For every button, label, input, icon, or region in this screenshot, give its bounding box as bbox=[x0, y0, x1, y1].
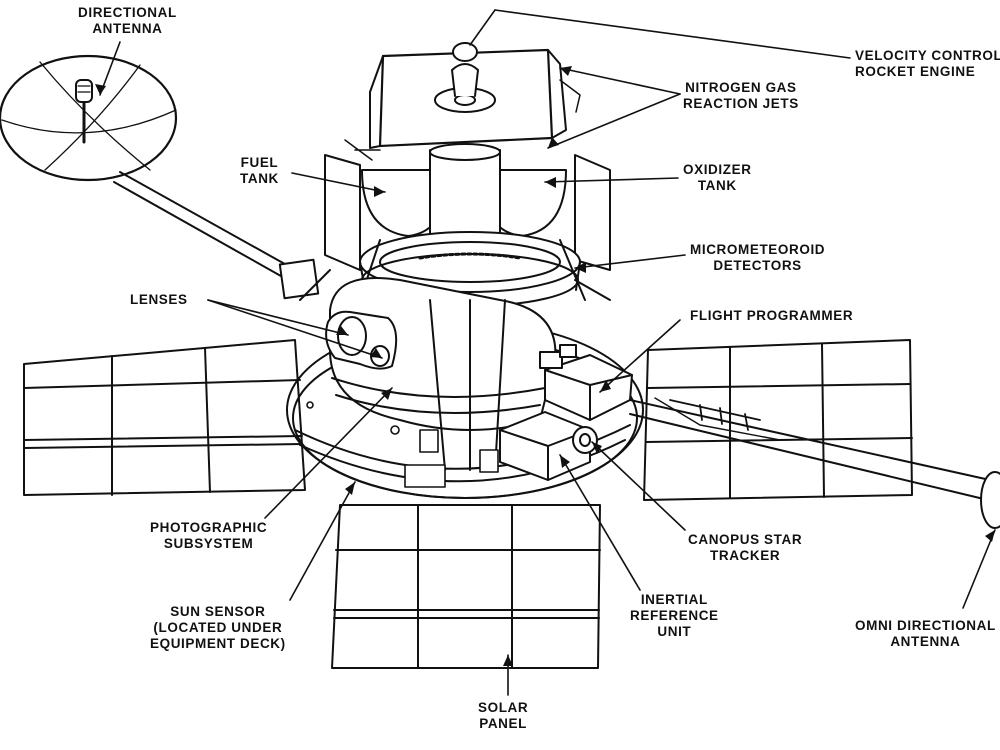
arrowheads bbox=[95, 66, 995, 666]
label-line: TRACKER bbox=[710, 548, 781, 563]
flight-programmer-box bbox=[539, 344, 633, 421]
label-solar-panel: SOLAR PANEL bbox=[478, 700, 528, 732]
label-canopus-tracker: CANOPUS STAR TRACKER bbox=[688, 532, 802, 564]
label-sun-sensor: SUN SENSOR (LOCATED UNDER EQUIPMENT DECK… bbox=[150, 604, 286, 652]
label-line: PANEL bbox=[479, 716, 527, 731]
right-solar-panel bbox=[643, 339, 913, 501]
label-line: MICROMETEOROID bbox=[690, 242, 826, 257]
label-line: LENSES bbox=[130, 292, 188, 307]
label-line: EQUIPMENT DECK) bbox=[150, 636, 286, 651]
label-line: TANK bbox=[240, 171, 279, 186]
label-line: SUBSYSTEM bbox=[163, 536, 254, 551]
bottom-solar-panel bbox=[331, 504, 601, 669]
label-flight-programmer: FLIGHT PROGRAMMER bbox=[690, 308, 853, 324]
label-velocity-control: VELOCITY CONTROL ROCKET ENGINE bbox=[855, 48, 1000, 80]
antenna-boom bbox=[113, 171, 320, 300]
label-omni-antenna: OMNI DIRECTIONAL ANTENNA bbox=[855, 618, 996, 650]
label-line: DETECTORS bbox=[713, 258, 802, 273]
engine-deck bbox=[324, 42, 611, 271]
label-line: FUEL bbox=[240, 155, 279, 170]
label-fuel-tank: FUEL TANK bbox=[240, 155, 279, 187]
label-line: INERTIAL bbox=[640, 592, 708, 607]
omni-antenna-boom bbox=[629, 397, 1000, 529]
label-line: OXIDIZER bbox=[683, 162, 752, 177]
label-line: ANTENNA bbox=[890, 634, 961, 649]
canopus-tracker-body bbox=[572, 426, 598, 454]
label-lenses: LENSES bbox=[130, 292, 188, 308]
label-line: UNIT bbox=[657, 624, 692, 639]
label-line: (LOCATED UNDER bbox=[153, 620, 283, 635]
label-photographic-subsystem: PHOTOGRAPHIC SUBSYSTEM bbox=[150, 520, 267, 552]
label-line: OMNI DIRECTIONAL bbox=[855, 618, 996, 633]
label-line: DIRECTIONAL bbox=[78, 5, 177, 20]
deck-hardware bbox=[306, 401, 499, 488]
label-nitrogen-jets: NITROGEN GAS REACTION JETS bbox=[683, 80, 799, 112]
left-solar-panel bbox=[23, 339, 306, 496]
label-micrometeoroid: MICROMETEOROID DETECTORS bbox=[690, 242, 825, 274]
label-line: VELOCITY CONTROL bbox=[855, 48, 1000, 63]
propellant-tanks bbox=[361, 143, 567, 251]
label-line: TANK bbox=[697, 178, 737, 193]
label-line: PHOTOGRAPHIC bbox=[150, 520, 268, 535]
label-line: FLIGHT PROGRAMMER bbox=[690, 308, 854, 323]
label-line: REACTION JETS bbox=[683, 96, 799, 111]
label-line: ROCKET ENGINE bbox=[855, 64, 976, 79]
label-directional-antenna: DIRECTIONAL ANTENNA bbox=[78, 5, 177, 37]
leader-lines bbox=[99, 9, 996, 696]
label-inertial-reference-unit: INERTIAL REFERENCE UNIT bbox=[630, 592, 719, 640]
label-line: SUN SENSOR bbox=[170, 604, 266, 619]
label-line: REFERENCE bbox=[630, 608, 719, 623]
label-line: SOLAR bbox=[478, 700, 529, 715]
directional-antenna-dish bbox=[0, 54, 178, 182]
label-line: NITROGEN GAS bbox=[685, 80, 797, 95]
label-line: ANTENNA bbox=[92, 21, 163, 36]
label-line: CANOPUS STAR bbox=[688, 532, 803, 547]
label-oxidizer-tank: OXIDIZER TANK bbox=[683, 162, 752, 194]
